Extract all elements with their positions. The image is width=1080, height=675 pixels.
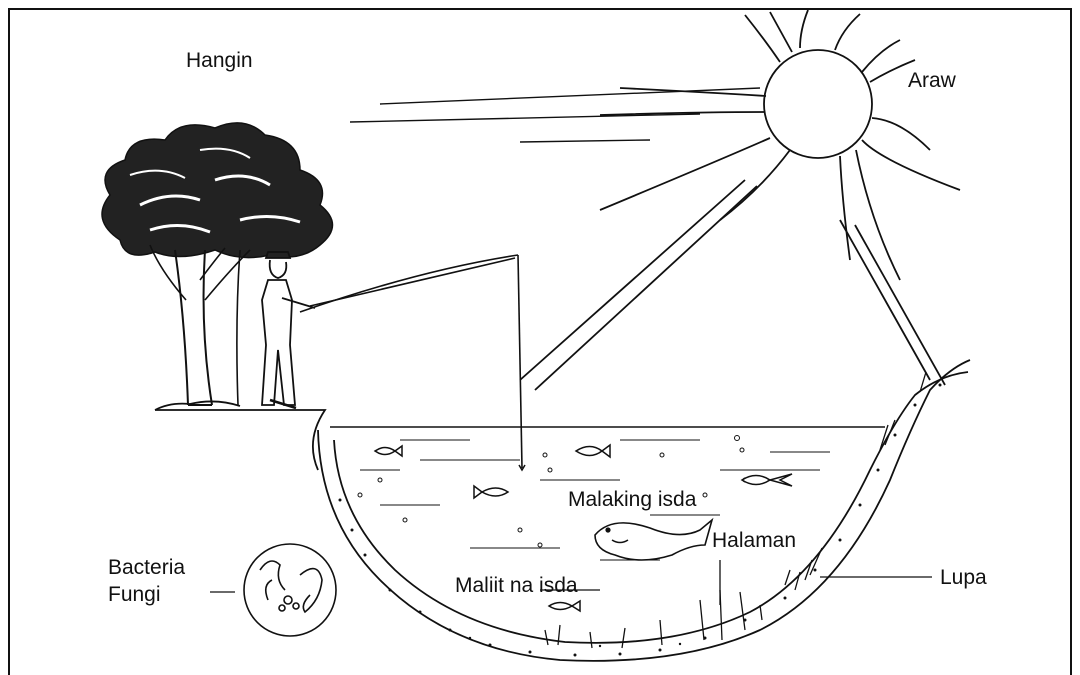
water-plants — [544, 371, 927, 649]
cliff — [154, 400, 327, 471]
label-hangin: Hangin — [186, 49, 253, 72]
label-maliit-na-isda: Maliit na isda — [455, 574, 578, 597]
fish-small-2 — [574, 443, 611, 459]
fish-small-1 — [373, 444, 403, 458]
soil-dots — [338, 383, 942, 657]
fishing-rod — [299, 254, 523, 469]
leader-lines — [210, 560, 932, 605]
hook-icon — [518, 464, 526, 472]
label-araw: Araw — [908, 69, 956, 92]
pond-basin — [317, 359, 971, 662]
fisherman-icon — [261, 251, 316, 410]
fish-small-3 — [740, 473, 793, 487]
label-malaking-isda: Malaking isda — [568, 488, 697, 511]
wind-lines — [349, 87, 761, 143]
fish-large — [594, 517, 714, 561]
label-lupa: Lupa — [940, 566, 987, 589]
tree-icon — [101, 122, 334, 406]
label-halaman: Halaman — [712, 529, 797, 552]
sun-icon — [519, 9, 961, 391]
microbes-icon — [243, 543, 337, 637]
fish-small-5 — [547, 599, 581, 613]
label-fungi: Fungi — [108, 583, 161, 606]
fish-small-4 — [473, 484, 510, 500]
label-bacteria: Bacteria — [108, 556, 186, 579]
page-border — [8, 8, 1072, 675]
